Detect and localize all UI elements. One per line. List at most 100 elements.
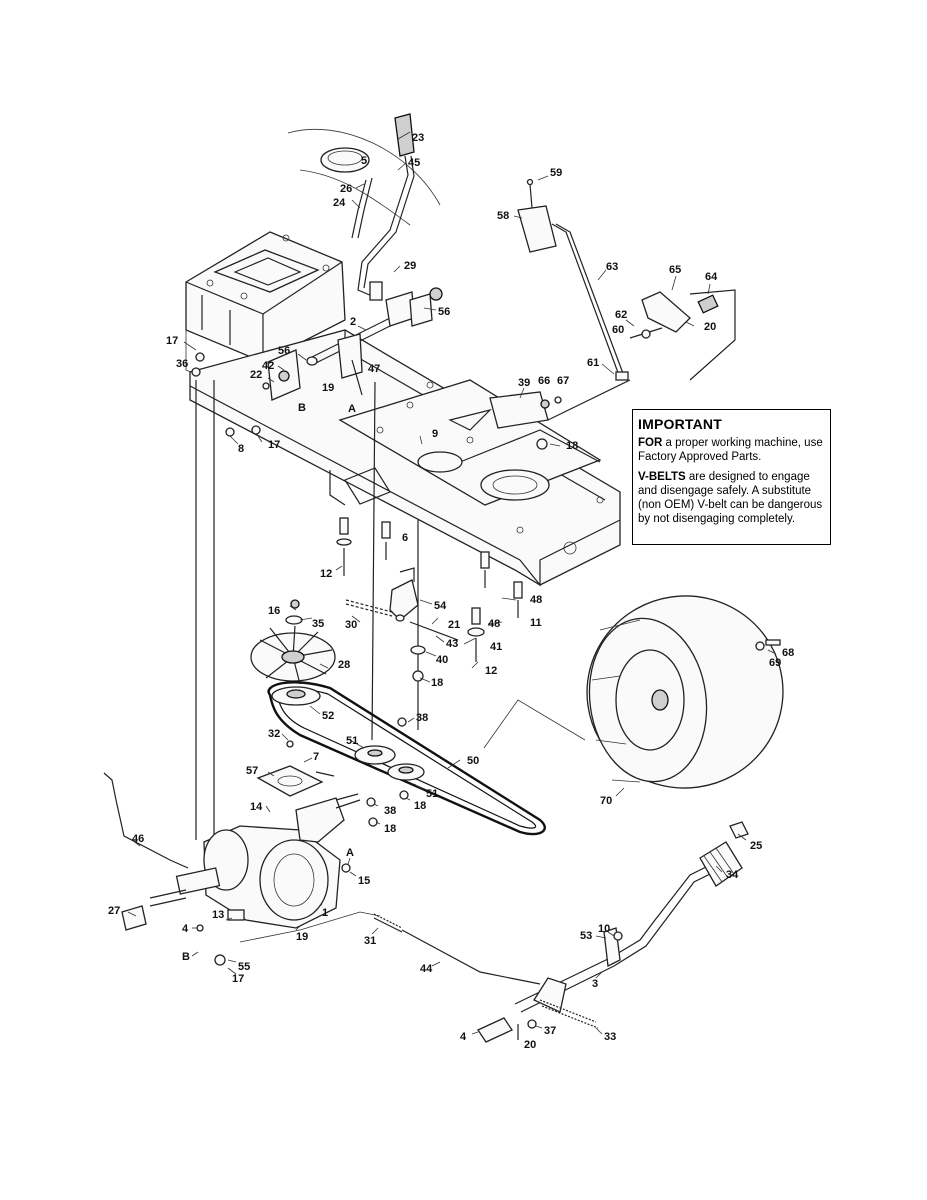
rear-wheel — [483, 595, 784, 789]
callout-57: 57 — [246, 765, 258, 777]
callout-30: 30 — [345, 619, 357, 631]
hardware — [336, 438, 548, 682]
callout-18-mid: 18 — [431, 677, 443, 689]
callout-1: 1 — [322, 907, 328, 919]
callout-42: 42 — [262, 360, 274, 372]
callout-3: 3 — [592, 978, 598, 990]
callout-A-lower: A — [346, 847, 354, 859]
callout-55: 55 — [238, 961, 250, 973]
callout-69: 69 — [769, 657, 781, 669]
callout-4-left: 4 — [182, 923, 189, 935]
callout-40: 40 — [436, 654, 448, 666]
frame-main — [189, 329, 621, 587]
callout-53: 53 — [580, 930, 592, 942]
callout-60: 60 — [612, 324, 624, 336]
callout-36: 36 — [176, 358, 188, 370]
notice-text-parts: a proper working machine, use Factory Ap… — [638, 437, 823, 463]
callout-16: 16 — [268, 605, 280, 617]
callout-34: 34 — [726, 869, 739, 881]
callout-32: 32 — [268, 728, 280, 740]
callout-56-upper: 56 — [438, 306, 450, 318]
callout-67: 67 — [557, 375, 569, 387]
notice-title: IMPORTANT — [638, 416, 722, 432]
callout-31: 31 — [364, 935, 376, 947]
callout-4-right: 4 — [460, 1031, 467, 1043]
callout-17-mid: 17 — [268, 439, 280, 451]
control-rod — [103, 772, 189, 869]
callout-26: 26 — [340, 183, 352, 195]
callout-51-left: 51 — [346, 735, 358, 747]
callout-28: 28 — [338, 659, 350, 671]
callout-18-upper: 18 — [566, 440, 578, 452]
callout-11: 11 — [530, 617, 542, 629]
cooling-fan — [250, 599, 336, 685]
shift-lever — [351, 113, 415, 301]
callout-7: 7 — [313, 751, 319, 763]
callout-B-upper: B — [298, 402, 306, 414]
callout-10: 10 — [598, 923, 610, 935]
callout-50: 50 — [467, 755, 479, 767]
callout-54: 54 — [434, 600, 447, 612]
callout-33: 33 — [604, 1031, 616, 1043]
callout-17-lower: 17 — [232, 973, 244, 985]
callout-62: 62 — [615, 309, 627, 321]
callout-38-lower: 38 — [384, 805, 396, 817]
important-notice: IMPORTANT FOR a proper working machine, … — [632, 409, 831, 545]
callout-12-right: 12 — [485, 665, 497, 677]
callout-59: 59 — [550, 167, 562, 179]
frame-upper — [185, 231, 346, 379]
notice-lead-vbelts: V-BELTS — [638, 471, 686, 483]
callout-66: 66 — [538, 375, 550, 387]
callouts: 23 45 5 26 24 29 56 2 17 36 56 42 22 19 … — [108, 132, 794, 1051]
fender-outline — [287, 128, 441, 226]
lift-linkage — [517, 178, 736, 381]
callout-48-mid: 48 — [488, 618, 500, 630]
callout-18-pulley: 18 — [414, 800, 426, 812]
side-bracket — [191, 349, 301, 437]
callout-2: 2 — [350, 316, 356, 328]
notice-paragraph-vbelts: V-BELTS are designed to engage and disen… — [638, 470, 825, 526]
callout-21: 21 — [448, 619, 460, 631]
transaxle — [121, 793, 361, 966]
cross-shaft — [306, 287, 443, 396]
callout-51-right: 51 — [426, 788, 438, 800]
callout-27: 27 — [108, 905, 120, 917]
callout-48-right: 48 — [530, 594, 542, 606]
leader-lines — [127, 131, 777, 1035]
callout-13: 13 — [212, 909, 224, 921]
callout-29: 29 — [404, 260, 416, 272]
callout-5: 5 — [361, 155, 367, 167]
lift-bracket — [489, 379, 631, 429]
notice-text-vbelts: are designed to engage and disengage saf… — [638, 471, 823, 525]
callout-22: 22 — [250, 369, 262, 381]
callout-23: 23 — [412, 132, 424, 144]
notice-paragraph-parts: FOR a proper working machine, use Factor… — [638, 436, 825, 464]
callout-14: 14 — [250, 801, 263, 813]
callout-46: 46 — [132, 833, 144, 845]
callout-9: 9 — [432, 428, 438, 440]
callout-A-upper: A — [348, 403, 356, 415]
callout-17-upper: 17 — [166, 335, 178, 347]
callout-64: 64 — [705, 271, 718, 283]
callout-65: 65 — [669, 264, 681, 276]
callout-56-side: 56 — [278, 345, 290, 357]
pedal-shaft — [239, 821, 749, 1043]
callout-44: 44 — [420, 963, 433, 975]
callout-61: 61 — [587, 357, 599, 369]
callout-45: 45 — [408, 157, 420, 169]
callout-B-lower: B — [182, 951, 190, 963]
callout-15: 15 — [358, 875, 370, 887]
notice-lead-for: FOR — [638, 437, 663, 449]
callout-12-left: 12 — [320, 568, 332, 580]
callout-63: 63 — [606, 261, 618, 273]
callout-68: 68 — [782, 647, 794, 659]
callout-19-upper: 19 — [322, 382, 334, 394]
callout-47: 47 — [368, 363, 380, 375]
callout-39: 39 — [518, 377, 530, 389]
clutch-plate — [256, 765, 335, 797]
callout-43: 43 — [446, 638, 458, 650]
callout-35: 35 — [312, 618, 324, 630]
idler-bracket — [345, 567, 459, 641]
callout-6: 6 — [402, 532, 408, 544]
